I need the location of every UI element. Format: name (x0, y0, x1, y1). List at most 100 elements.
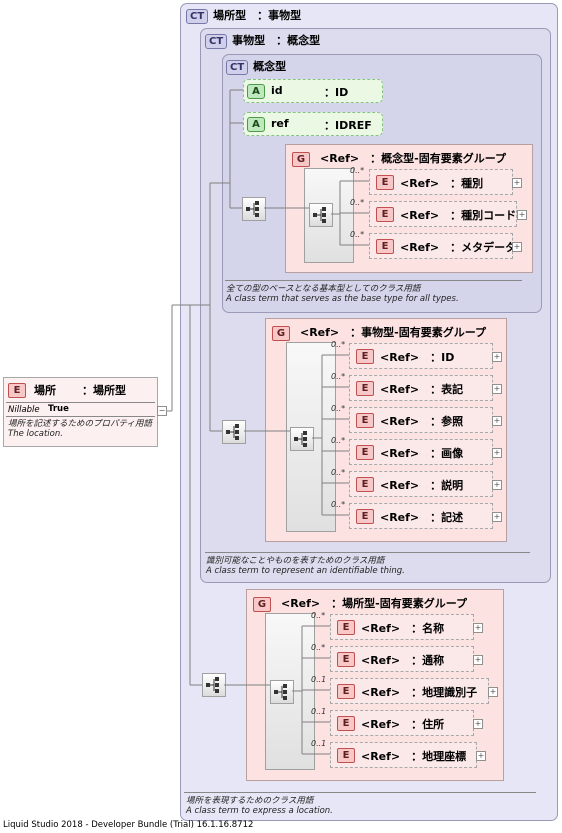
expand-icon[interactable]: + (492, 384, 502, 394)
element-gazou[interactable]: E <Ref> ：画像 (349, 439, 493, 465)
expand-icon[interactable]: + (473, 623, 483, 633)
element-id[interactable]: E <Ref> ：ID (349, 343, 493, 369)
element-badge: E (376, 207, 394, 222)
group-concept-header: G<Ref> ：概念型-固有要素グループ (292, 150, 506, 167)
attribute-badge: A (247, 84, 265, 99)
separator (184, 792, 536, 793)
element-shubetsu[interactable]: E <Ref> ：種別 (369, 169, 513, 195)
expand-icon[interactable]: + (492, 448, 502, 458)
root-element[interactable]: E 場所 ：場所型 Nillable True 場所を記述するためのプロパティ用… (3, 377, 158, 447)
expand-icon[interactable]: + (512, 242, 522, 252)
separator (6, 402, 155, 403)
occurrence: 0..* (350, 230, 365, 239)
group-place-header: G <Ref> ：場所型-固有要素グループ (253, 595, 467, 612)
complex-type-badge: CT (186, 9, 209, 24)
attribute-id[interactable]: A id ：ID (243, 79, 383, 103)
expand-icon[interactable]: + (492, 480, 502, 490)
complex-type-place-title: 場所型 ：事物型 (213, 9, 302, 22)
element-label: <Ref> ：表記 (380, 383, 464, 396)
occurrence: 0..1 (311, 675, 327, 684)
element-label: <Ref> ：住所 (361, 718, 445, 731)
element-kijutsu[interactable]: E <Ref> ：記述 (349, 503, 493, 529)
group-badge: G (272, 326, 290, 341)
element-metadata[interactable]: E <Ref> ：メタデータ (369, 233, 517, 259)
expand-icon[interactable]: + (512, 178, 522, 188)
element-hyouki[interactable]: E <Ref> ：表記 (349, 375, 493, 401)
collapse-icon[interactable]: − (157, 406, 167, 416)
element-badge: E (8, 383, 26, 398)
element-badge: E (337, 620, 355, 635)
complex-type-thing-header: CT 事物型 ：概念型 (205, 32, 320, 49)
complex-type-place-doc: 場所を表現するためのクラス用語 A class term to express … (186, 796, 333, 816)
sequence-glyph (206, 677, 219, 693)
doc-en: A class term that serves as the base typ… (226, 294, 459, 304)
element-badge: E (337, 748, 355, 763)
doc-ja: 場所を表現するためのクラス用語 (186, 796, 314, 806)
element-label: <Ref> ：種別コード (400, 209, 517, 222)
element-badge: E (337, 684, 355, 699)
occurrence: 0..* (331, 340, 346, 349)
expand-icon[interactable]: + (488, 687, 498, 697)
complex-type-badge: CT (226, 60, 249, 75)
attribute-name: id (271, 84, 283, 97)
element-label: <Ref> ：画像 (380, 447, 464, 460)
root-element-type: ：場所型 (82, 384, 126, 397)
element-badge: E (356, 381, 374, 396)
attribute-name: ref (271, 117, 289, 130)
element-label: <Ref> ：地理識別子 (361, 686, 478, 699)
element-label: <Ref> ：通称 (361, 654, 445, 667)
sequence-icon[interactable] (242, 197, 266, 221)
expand-icon[interactable]: + (492, 416, 502, 426)
element-badge: E (356, 349, 374, 364)
element-label: <Ref> ：名称 (361, 622, 445, 635)
root-element-name: 場所 (34, 384, 56, 397)
element-jusho[interactable]: E <Ref> ：住所 (330, 710, 474, 736)
group-place-title: <Ref> ：場所型-固有要素グループ (281, 597, 468, 610)
occurrence: 0..* (350, 166, 365, 175)
element-label: <Ref> ：参照 (380, 415, 464, 428)
attribute-type: ：ID (324, 86, 349, 99)
sequence-icon[interactable] (222, 420, 246, 444)
element-label: <Ref> ：メタデータ (400, 241, 517, 254)
element-chiri-shikibetsushi[interactable]: E <Ref> ：地理識別子 (330, 678, 489, 704)
expand-icon[interactable]: + (517, 210, 527, 220)
expand-icon[interactable]: + (492, 352, 502, 362)
group-badge: G (253, 597, 271, 612)
element-label: <Ref> ：記述 (380, 511, 464, 524)
element-shubetsu-code[interactable]: E <Ref> ：種別コード (369, 201, 517, 227)
sequence-icon[interactable] (290, 427, 314, 451)
element-tsushou[interactable]: E <Ref> ：通称 (330, 646, 474, 672)
element-label: <Ref> ：地理座標 (361, 750, 467, 763)
element-label: <Ref> ：説明 (380, 479, 464, 492)
occurrence: 0..* (331, 468, 346, 477)
element-badge: E (356, 413, 374, 428)
sequence-glyph (313, 207, 326, 223)
footer-text: Liquid Studio 2018 - Developer Bundle (T… (3, 820, 254, 830)
doc-en: A class term to represent an identifiabl… (206, 566, 405, 576)
occurrence: 0..* (311, 643, 326, 652)
expand-icon[interactable]: + (492, 512, 502, 522)
expand-icon[interactable]: + (473, 719, 483, 729)
element-label: <Ref> ：ID (380, 351, 455, 364)
sequence-icon[interactable] (270, 680, 294, 704)
element-sansho[interactable]: E <Ref> ：参照 (349, 407, 493, 433)
sequence-icon[interactable] (309, 203, 333, 227)
doc-en: A class term to express a location. (186, 806, 333, 816)
expand-icon[interactable]: + (473, 655, 483, 665)
attribute-ref[interactable]: A ref ：IDREF (243, 112, 383, 136)
element-badge: E (356, 477, 374, 492)
expand-icon[interactable]: + (476, 751, 486, 761)
element-chiri-zahyou[interactable]: E <Ref> ：地理座標 (330, 742, 477, 768)
separator (205, 552, 530, 553)
occurrence: 0..* (331, 404, 346, 413)
occurrence: 0..* (331, 500, 346, 509)
group-thing-header: G<Ref> ：事物型-固有要素グループ (272, 324, 486, 341)
complex-type-thing-title: 事物型 ：概念型 (232, 34, 321, 47)
complex-type-badge: CT (205, 34, 228, 49)
element-badge: E (337, 716, 355, 731)
sequence-glyph (246, 201, 259, 217)
occurrence: 0..* (331, 436, 346, 445)
doc-ja: 全ての型のベースとなる基本型としてのクラス用語 (226, 284, 421, 294)
element-meishou[interactable]: E <Ref> ：名称 (330, 614, 474, 640)
